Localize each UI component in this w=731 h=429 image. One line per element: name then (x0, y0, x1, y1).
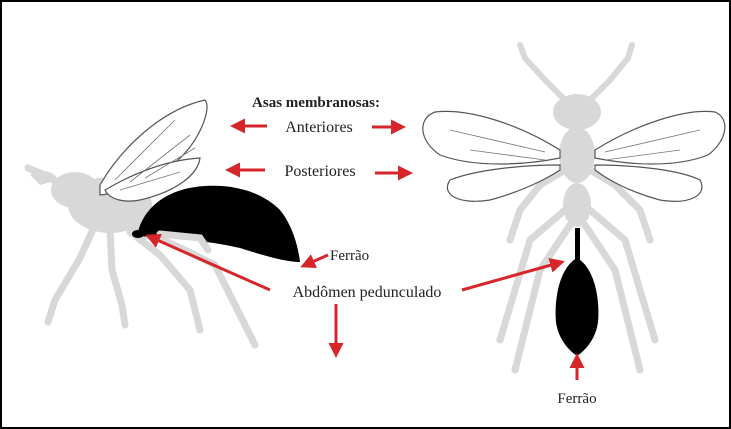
abdomen-label: Abdômen pedunculado (293, 284, 442, 301)
heading-label: Asas membranosas: (252, 95, 380, 111)
side-petiole (132, 230, 144, 238)
anterior-label: Anteriores (285, 119, 353, 136)
stinger-left-label: Ferrão (330, 248, 369, 264)
arrow-ferrao-left (303, 255, 328, 266)
top-petiole (575, 228, 580, 260)
arrow-abdomen-right (462, 262, 562, 290)
top-view-wasp (423, 45, 725, 370)
side-abdomen (138, 186, 300, 262)
side-view-wasp (28, 100, 300, 345)
stinger-right-label: Ferrão (557, 391, 596, 407)
top-abdomen (556, 258, 599, 356)
posterior-label: Posteriores (284, 163, 355, 180)
side-wings (100, 100, 207, 201)
